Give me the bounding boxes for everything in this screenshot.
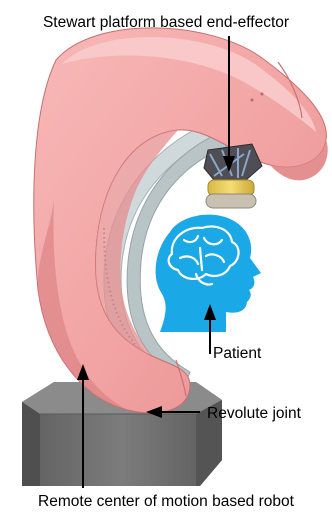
rcm-robot-label: Remote center of motion based robot bbox=[38, 493, 295, 510]
revolute-joint-label: Revolute joint bbox=[207, 405, 302, 422]
patient-label: Patient bbox=[213, 345, 262, 362]
end-effector-label: Stewart platform based end-effector bbox=[43, 14, 289, 31]
c-arc-arm bbox=[34, 28, 328, 413]
stewart-platform-end-effector bbox=[204, 144, 262, 208]
